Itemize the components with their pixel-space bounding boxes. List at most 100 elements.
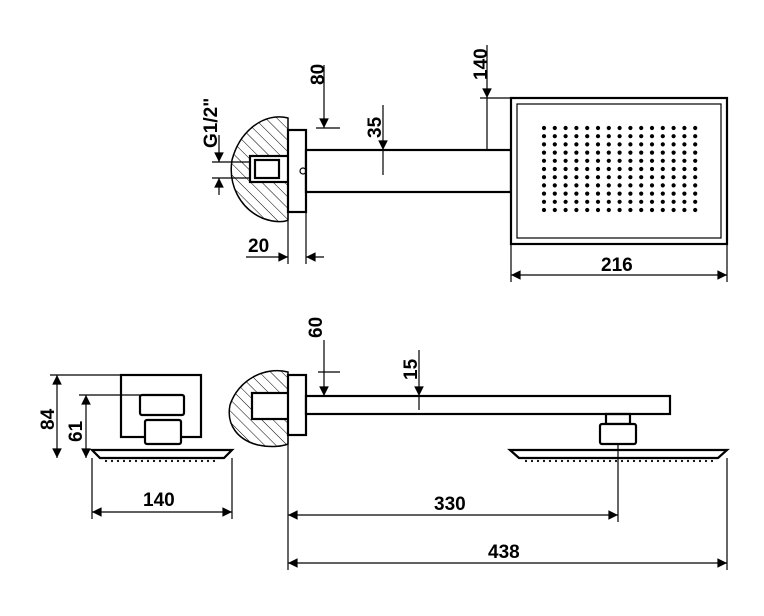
nozzle-dot: [563, 207, 568, 213]
nozzle-dot: [560, 459, 564, 463]
nozzle-dot: [128, 459, 132, 463]
dim-330-label: 330: [434, 494, 466, 515]
nozzle-dot: [194, 459, 198, 463]
nozzle-dot: [671, 191, 676, 196]
dim-60-label: 60: [306, 317, 327, 338]
side-view: 60 15 84 61 140 330 438: [38, 317, 730, 570]
nozzle-dot: [656, 459, 660, 463]
nozzle-dot: [170, 459, 174, 463]
nozzle-dot: [628, 207, 633, 213]
dim-20-label: 20: [248, 236, 269, 257]
nozzle-dot: [541, 158, 547, 163]
nozzle-dot: [552, 199, 557, 204]
nozzle-dot: [660, 134, 665, 139]
nozzle-dot: [649, 207, 655, 213]
nozzle-dot: [563, 166, 568, 172]
nozzle-dot: [563, 191, 568, 196]
dim-61-label: 61: [66, 420, 87, 442]
nozzle-dot: [617, 134, 622, 139]
nozzle-dot: [639, 191, 644, 196]
nozzle-dot: [660, 125, 665, 131]
nozzle-dot: [563, 134, 568, 139]
nozzle-dot: [530, 459, 534, 463]
nozzle-dot: [693, 207, 698, 213]
nozzle-dot: [595, 150, 601, 155]
nozzle-dot: [585, 134, 590, 139]
nozzle-dot: [552, 142, 557, 147]
nozzle-dot: [693, 142, 698, 147]
dim-140-label: 140: [471, 48, 492, 80]
nozzle-dot: [639, 166, 644, 172]
nozzle-dot: [682, 199, 687, 204]
nozzle-dot: [639, 199, 644, 204]
nozzle-dot: [693, 199, 698, 204]
nozzle-dot: [617, 158, 622, 163]
nozzle-dot: [682, 125, 687, 131]
nozzle-dot: [606, 183, 611, 188]
nozzle-dot: [595, 183, 601, 188]
dim-35-label: 35: [365, 116, 386, 138]
nozzle-dot: [668, 459, 672, 463]
nozzle-dot: [590, 459, 594, 463]
nozzle-dot: [638, 459, 642, 463]
nozzle-dot: [660, 175, 665, 180]
nozzle-dot: [541, 166, 547, 172]
shower-head-inner: [516, 103, 722, 239]
nozzle-dot: [595, 158, 601, 163]
nozzle-dot: [134, 459, 138, 463]
nozzle-dot: [158, 459, 162, 463]
top-view: 80 140 35 G1/2" 20 216: [201, 45, 729, 282]
nozzle-dot: [552, 134, 557, 139]
nozzle-dot: [671, 166, 676, 172]
nozzle-dot: [606, 158, 611, 163]
nozzle-dot: [110, 459, 114, 463]
connector-front: [143, 418, 183, 446]
nozzle-dot: [682, 207, 687, 213]
dim-g12-label: G1/2": [201, 98, 222, 148]
nozzle-dot: [649, 134, 655, 139]
nozzle-dot: [563, 199, 568, 204]
nozzle-dot: [566, 459, 570, 463]
nozzle-dot: [554, 459, 558, 463]
nozzle-dot: [693, 183, 698, 188]
nozzle-dot: [671, 183, 676, 188]
nozzle-dot: [574, 199, 579, 204]
nozzle-dot: [680, 459, 684, 463]
nozzle-dot: [574, 150, 579, 155]
nozzle-dot: [152, 459, 156, 463]
nozzle-dot: [563, 150, 568, 155]
nozzle-dot: [585, 158, 590, 163]
nozzle-dot: [617, 207, 622, 213]
nozzle-dot: [660, 142, 665, 147]
nozzle-dot: [649, 183, 655, 188]
nozzle-dot: [639, 158, 644, 163]
nozzle-dot: [140, 459, 144, 463]
nozzle-row-side: [524, 459, 714, 463]
nozzle-dot: [660, 183, 665, 188]
connector-side: [604, 412, 632, 426]
nozzle-dot: [606, 125, 611, 131]
nozzle-dot: [639, 175, 644, 180]
nozzle-dot: [649, 142, 655, 147]
nozzle-row-front: [104, 459, 216, 463]
nozzle-dot: [563, 125, 568, 131]
nozzle-dot: [632, 459, 636, 463]
nozzle-dot: [206, 459, 210, 463]
nozzle-dot: [639, 183, 644, 188]
nozzle-dot: [617, 199, 622, 204]
nozzle-dot: [552, 150, 557, 155]
nozzle-dot: [541, 134, 547, 139]
nozzle-dot: [671, 175, 676, 180]
nozzle-dot: [682, 142, 687, 147]
nozzle-dot: [617, 183, 622, 188]
nozzle-dot: [595, 134, 601, 139]
nozzle-dot: [585, 199, 590, 204]
dim-80-label: 80: [308, 64, 329, 85]
nozzle-dot: [563, 158, 568, 163]
nozzle-dot: [606, 191, 611, 196]
nozzle-dot: [585, 175, 590, 180]
dim-438-label: 438: [488, 542, 520, 563]
nozzle-dot: [671, 134, 676, 139]
nozzle-dot: [682, 166, 687, 172]
nozzle-dot: [578, 459, 582, 463]
